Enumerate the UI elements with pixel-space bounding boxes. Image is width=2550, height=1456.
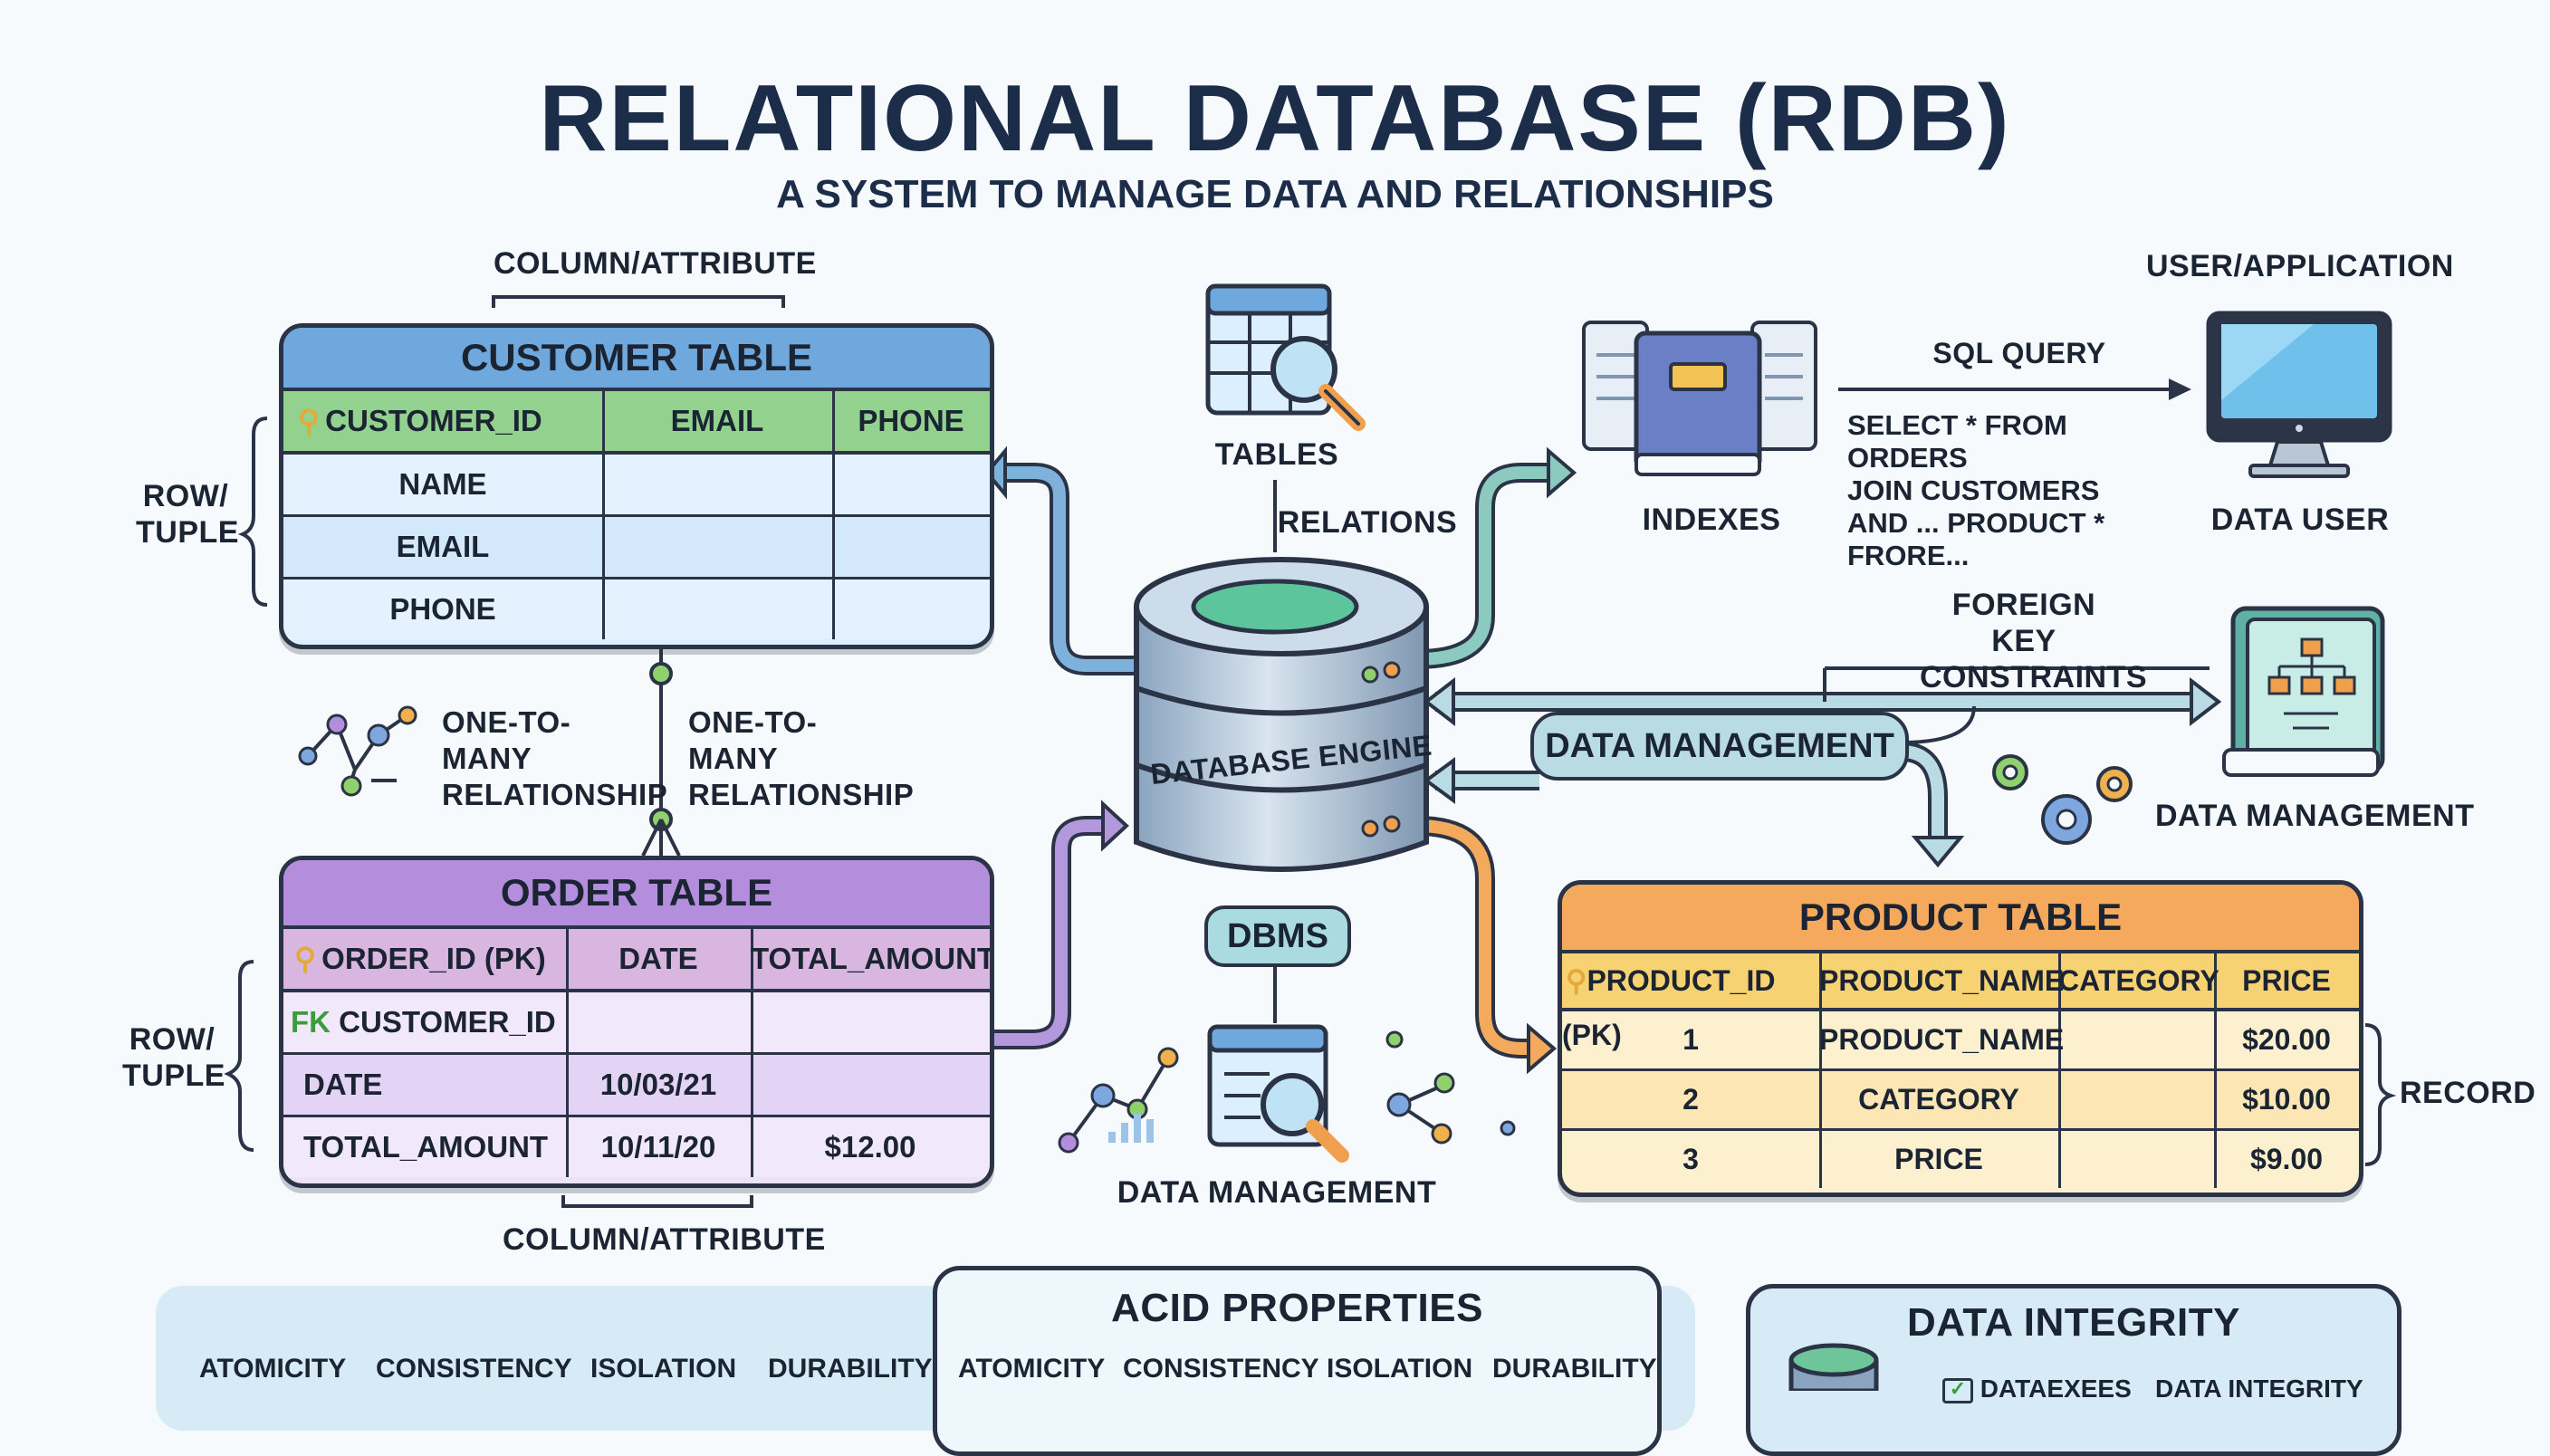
arrow-engine-to-indexes [1416, 466, 1548, 666]
molecule-icon-left [298, 705, 417, 797]
tables-icon [1205, 283, 1366, 431]
order-table: ORDER TABLE ⚲ORDER_ID (PK) DATE TOTAL_AM… [279, 856, 994, 1188]
data-management-pill: DATA MANAGEMENT [1530, 712, 1909, 781]
record-label: RECORD [2400, 1076, 2536, 1110]
integrity-item: ✓ DATAEXEES [1942, 1375, 2132, 1403]
foreign-key-label: FOREIGN KEY CONSTRAINTS [1920, 588, 2148, 694]
order-row-label: ROW/ TUPLE [122, 1022, 225, 1093]
chart-molecule-icon [1058, 1047, 1179, 1154]
order-col-date: DATE [566, 929, 753, 989]
product-col-category: CATEGORY [2058, 953, 2219, 1008]
gears-icon [1992, 754, 2133, 845]
record-brace [2364, 1023, 2397, 1166]
acid-center-item: CONSISTENCY [1123, 1354, 1319, 1384]
molecule-icon-right [1385, 1030, 1516, 1145]
relations-label: RELATIONS [1277, 505, 1458, 540]
key-icon: ⚲ [294, 942, 317, 975]
order-col-id: ⚲ORDER_ID (PK) [283, 929, 569, 989]
acid-left-item: DURABILITY [768, 1354, 933, 1384]
row-brace-order [224, 960, 254, 1152]
arrow-engine-to-customer [1007, 463, 1139, 675]
indexes-label: INDEXES [1642, 503, 1781, 537]
acid-center-item: DURABILITY [1492, 1354, 1657, 1384]
table-row: EMAIL [283, 517, 990, 580]
row-brace-customer [237, 417, 268, 607]
customer-table-title: CUSTOMER TABLE [283, 328, 990, 391]
acid-left-item: CONSISTENCY [376, 1354, 572, 1384]
customer-header-row: ⚲CUSTOMER_ID (PK) EMAIL PHONE [283, 391, 990, 497]
page-title: RELATIONAL DATABASE (RDB) [539, 66, 2011, 171]
product-table-title: PRODUCT TABLE [1562, 885, 2359, 953]
customer-row-label: ROW/ TUPLE [136, 479, 239, 550]
table-row: TOTAL_AMOUNT 10/11/20 $12.00 [283, 1117, 990, 1177]
customer-column-label: COLUMN/ATTRIBUTE [494, 246, 817, 281]
product-table: PRODUCT TABLE ⚲PRODUCT_ID (PK) PRODUCT_N… [1558, 880, 2363, 1197]
dbms-pill: DBMS [1204, 905, 1351, 967]
page-subtitle: A SYSTEM TO MANAGE DATA AND RELATIONSHIP… [776, 172, 1774, 216]
relationship-label-left: ONE-TO-MANY RELATIONSHIP [442, 705, 668, 811]
arrow-engine-to-product [1416, 819, 1529, 1055]
order-column-label: COLUMN/ATTRIBUTE [503, 1222, 826, 1257]
relationship-label-right: ONE-TO-MANY RELATIONSHIP [688, 705, 915, 811]
acid-left-item: ATOMICITY [199, 1354, 347, 1384]
sql-query-text: SELECT * FROM ORDERS JOIN CUSTOMERS AND … [1847, 409, 2105, 571]
table-row: FK CUSTOMER_ID (FK) [283, 992, 990, 1098]
customer-col-email: EMAIL [602, 391, 835, 451]
table-row: 3 PRICE $9.00 [1562, 1131, 2359, 1188]
product-col-price: PRICE [2242, 964, 2331, 997]
monitor-icon [2206, 311, 2392, 478]
order-table-title: ORDER TABLE [283, 860, 990, 929]
customer-col-id: ⚲CUSTOMER_ID (PK) [283, 391, 605, 497]
data-management-book-label: DATA MANAGEMENT [2155, 799, 2475, 833]
table-row: DATE 10/03/21 [283, 1055, 990, 1117]
data-integrity-title: DATA INTEGRITY [1907, 1300, 2240, 1345]
table-row: NAME [283, 455, 990, 517]
column-brace-bottom [561, 1195, 753, 1208]
acid-left-item: ISOLATION [590, 1354, 737, 1384]
customer-table: CUSTOMER TABLE ⚲CUSTOMER_ID (PK) EMAIL P… [279, 323, 994, 649]
table-row: PHONE [283, 580, 990, 639]
table-row: 1 PRODUCT_NAME $20.00 [1562, 1011, 2359, 1071]
user-application-label: USER/APPLICATION [2146, 249, 2454, 283]
data-management-bottom-label: DATA MANAGEMENT [1117, 1175, 1437, 1210]
customer-col-phone: PHONE [858, 404, 964, 437]
connector-layer [224, 295, 2397, 1208]
acid-center-item: ISOLATION [1327, 1354, 1473, 1384]
order-header-row: ⚲ORDER_ID (PK) DATE TOTAL_AMOUNT [283, 929, 990, 992]
product-header-row: ⚲PRODUCT_ID (PK) PRODUCT_NAME CATEGORY P… [1562, 953, 2359, 1051]
integrity-item: DATA INTEGRITY [2155, 1375, 2363, 1403]
sql-query-label: SQL QUERY [1932, 337, 2106, 369]
fk-marker: FK [291, 1005, 331, 1039]
arrow-order-to-engine [989, 819, 1103, 1046]
table-row: 2 CATEGORY $10.00 [1562, 1071, 2359, 1131]
data-management-search-icon [1207, 1024, 1349, 1163]
database-engine-cylinder [1134, 557, 1429, 872]
org-chart-book-icon [2222, 606, 2385, 777]
order-col-total: TOTAL_AMOUNT [751, 942, 994, 975]
key-icon: ⚲ [1566, 964, 1587, 997]
acid-center-item: ATOMICITY [958, 1354, 1106, 1384]
key-icon: ⚲ [298, 404, 321, 437]
arrow-to-product [1901, 745, 1944, 838]
acid-properties-title: ACID PROPERTIES [1111, 1286, 1483, 1330]
product-col-name: PRODUCT_NAME [1819, 953, 2064, 1008]
indexes-icon [1582, 321, 1817, 476]
data-user-label: DATA USER [2210, 503, 2390, 537]
tables-label: TABLES [1214, 437, 1339, 472]
database-small-icon [1788, 1343, 1879, 1391]
column-brace-top [492, 295, 785, 308]
product-col-id: ⚲PRODUCT_ID (PK) [1562, 953, 1822, 1051]
